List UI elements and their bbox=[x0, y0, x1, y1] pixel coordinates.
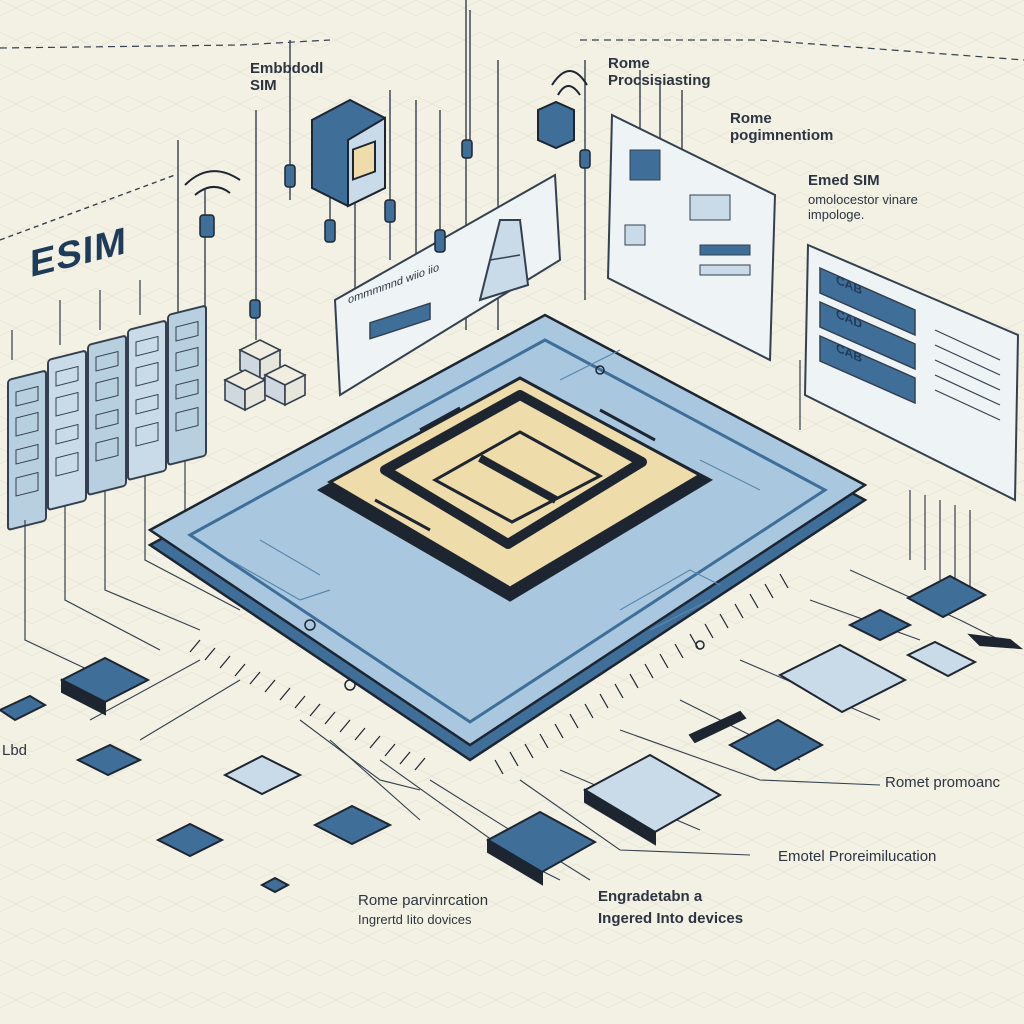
embedded-sim-right-subtitle: omolocestor vinare impologe. bbox=[808, 192, 918, 222]
bottom-mid-subtitle: Ingered Into devices bbox=[598, 910, 744, 927]
left-card-wires bbox=[11, 280, 261, 681]
small-chip-top bbox=[537, 100, 575, 150]
right-wires bbox=[799, 360, 971, 600]
remote-programming-label: Rome pogimnentiom bbox=[730, 110, 834, 144]
embedded-sim-right-label: Emed SIM bbox=[808, 172, 880, 189]
left-edge-label: Lbd bbox=[2, 742, 28, 759]
pin-icons bbox=[199, 139, 591, 319]
provisioning-panel bbox=[606, 113, 777, 362]
wifi-icon bbox=[184, 70, 588, 196]
dashed-line-top bbox=[0, 39, 331, 49]
left-card-stack bbox=[7, 305, 207, 531]
board-pins bbox=[189, 573, 789, 775]
list-panel bbox=[803, 243, 1020, 502]
remote-promo-right-label: Romet promoanc bbox=[885, 774, 1001, 791]
sim-chip bbox=[316, 376, 714, 602]
bottom-left-title: Rome parvinrcation bbox=[358, 892, 489, 909]
remote-provisioning-label: Rome Procsisiasting bbox=[608, 55, 711, 89]
dashed-line-top-right bbox=[580, 39, 1024, 61]
bottom-mid-title: Engradetabn a bbox=[598, 888, 703, 905]
remote-provision-bottom-label: Emotel Proreimilucation bbox=[778, 848, 937, 865]
bottom-left-subtitle: Ingrertd Iito dovices bbox=[358, 912, 472, 927]
stacked-cubes bbox=[223, 339, 307, 412]
sim-device bbox=[311, 98, 386, 208]
scattered-chips bbox=[0, 574, 1024, 894]
dashed-line-left bbox=[0, 174, 176, 241]
tower-panel bbox=[333, 173, 562, 397]
embedded-sim-label: Embbdodl SIM bbox=[250, 60, 324, 94]
